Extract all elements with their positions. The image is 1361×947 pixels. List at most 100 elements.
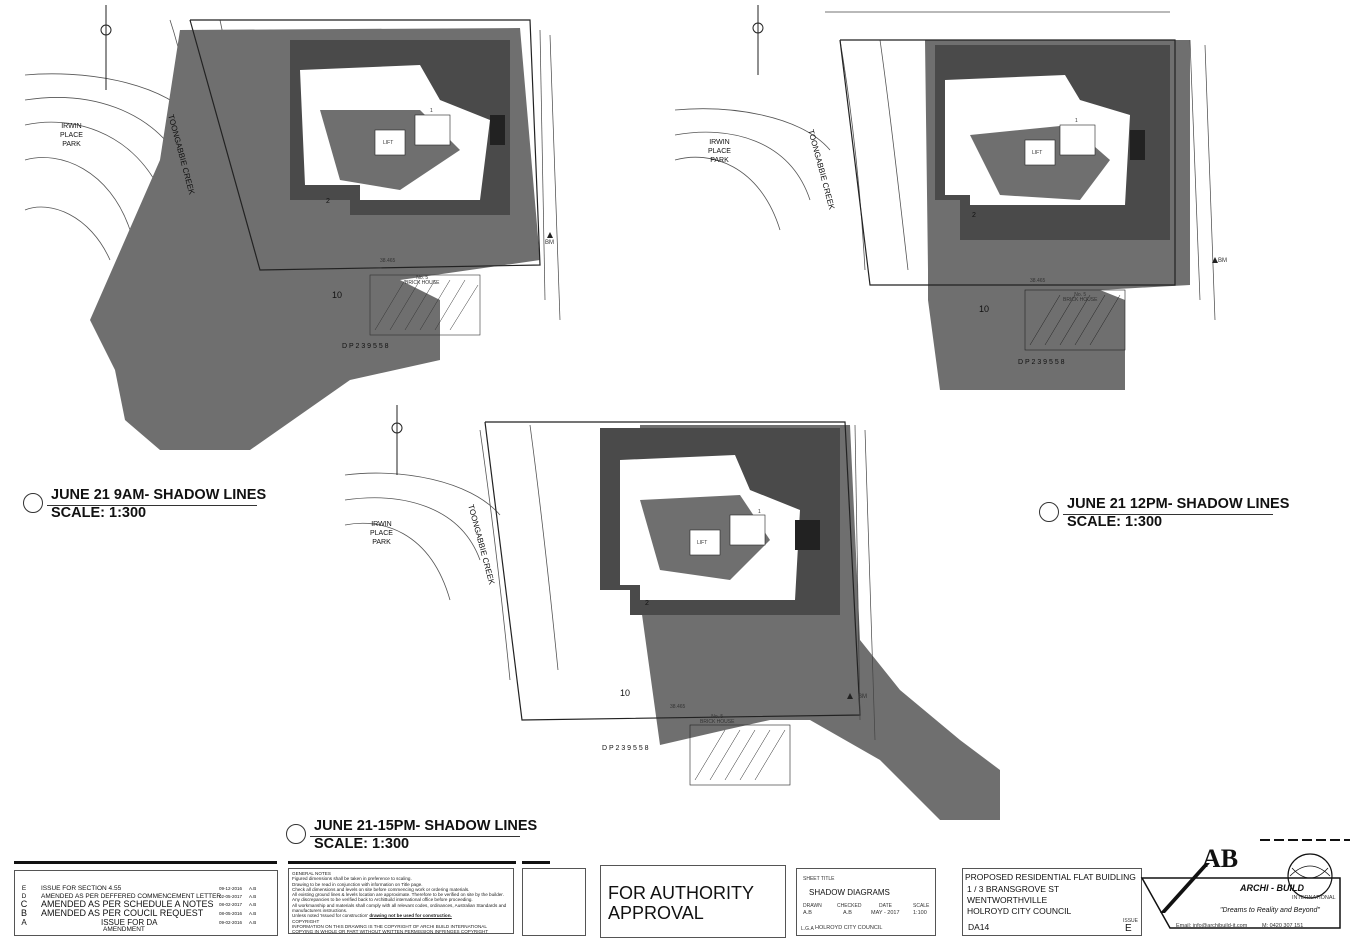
park-label-line3: PARK — [372, 539, 391, 546]
amendment-by: A.B — [249, 920, 257, 925]
lift-label: LIFT — [383, 140, 394, 146]
notes-line: Drawing to be read in conjunction with i… — [292, 881, 423, 887]
dp-label: D P 2 3 9 5 5 8 — [1018, 359, 1065, 366]
project-address1: 1 / 3 BRANSGROVE ST — [967, 884, 1060, 894]
neighbour-lot-number: 10 — [332, 290, 343, 300]
lot-number: 2 — [645, 600, 649, 607]
unit-label: 1 — [1075, 118, 1078, 124]
lga-value: HOLROYD CITY COUNCIL — [815, 925, 883, 931]
checked-value: A.B — [843, 910, 852, 916]
brick-house-number: No. 5 — [711, 714, 724, 720]
boundary-dimension: 38.465 — [1030, 278, 1046, 284]
issue-label: ISSUE — [1123, 918, 1139, 924]
title-rule-3 — [522, 861, 550, 864]
park-label-line3: PARK — [710, 157, 729, 164]
company-slogan: "Dreams to Reality and Beyond" — [1220, 907, 1320, 914]
amendment-description: ISSUE FOR SECTION 4.55 — [41, 885, 122, 892]
brick-house-number: No. 5 — [416, 275, 429, 281]
dp-label: D P 2 3 9 5 5 8 — [602, 745, 649, 752]
caption-scale: SCALE: 1:300 — [1067, 514, 1163, 530]
company-subname: INTERNATIONAL — [1292, 895, 1336, 901]
notes-line: Any discrepancies to be verified back to… — [292, 897, 473, 903]
shadow-diagram-15pm: IRWIN PLACE PARK TOONGABBIE CREEK 2 10 3… — [340, 400, 1000, 820]
status-text: FOR AUTHORITY APPROVAL — [608, 883, 754, 923]
bm-label: BM — [545, 240, 554, 246]
park-label-line2: PLACE — [60, 132, 83, 139]
site-plan-15pm — [344, 405, 1000, 820]
neighbour-lot-number: 10 — [620, 688, 631, 698]
amendment-row: D AMENDED AS PER DEFFERED COMMENCEMENT L… — [15, 893, 277, 900]
site-plan-9am — [24, 5, 561, 450]
drawn-value: A.B — [803, 910, 812, 916]
scale-value: 1:100 — [913, 910, 927, 916]
amendment-description: AMENDED AS PER DEFFERED COMMENCEMENT LET… — [41, 893, 222, 900]
neighbour-lot-number: 10 — [979, 304, 990, 314]
callout-circle — [23, 493, 43, 513]
park-label-line3: PARK — [62, 141, 81, 148]
amendment-date: 09-12-2016 — [219, 886, 243, 891]
amendment-description: AMENDED AS PER SCHEDULE A NOTES — [41, 899, 214, 909]
project-address2: WENTWORTHVILLE — [967, 895, 1048, 905]
notes-line: Figured dimensions shall be taken in pre… — [292, 876, 412, 882]
title-rule-2 — [288, 861, 516, 864]
notes-heading: GENERAL NOTES — [292, 871, 331, 876]
dp-label: D P 2 3 9 5 5 8 — [342, 343, 389, 350]
general-notes: GENERAL NOTES Figured dimensions shall b… — [288, 868, 514, 934]
logo-monogram: AB — [1202, 844, 1239, 873]
lga-label: L.G.A — [801, 926, 814, 932]
caption-title: JUNE 21 12PM- SHADOW LINES — [1067, 496, 1290, 512]
lot-number: 2 — [326, 198, 330, 205]
park-label-line1: IRWIN — [371, 521, 392, 528]
amendment-row: C AMENDED AS PER SCHEDULE A NOTES 08-02-… — [15, 899, 277, 909]
lift-label: LIFT — [1032, 150, 1043, 156]
amendment-description: AMENDED AS PER COUCIL REQUEST — [41, 908, 204, 918]
amendment-date: 08-02-2017 — [219, 902, 243, 907]
date-label: DATE — [879, 903, 892, 909]
amendment-row: B AMENDED AS PER COUCIL REQUEST 08-05-20… — [15, 908, 277, 918]
blank-panel — [522, 868, 586, 936]
notes-line: manufacturers instructions. — [292, 908, 348, 914]
site-plan-12pm — [674, 5, 1218, 390]
amendment-by: A.B — [249, 886, 257, 891]
caption-title: JUNE 21 9AM- SHADOW LINES — [51, 487, 267, 503]
drawn-label: DRAWN — [803, 903, 822, 909]
amendment-row: E ISSUE FOR SECTION 4.55 09-12-2016 A.B — [15, 885, 277, 892]
amendment-header: AMENDMENT — [103, 926, 145, 933]
caption-scale: SCALE: 1:300 — [51, 505, 147, 521]
amendment-date: 02-05-2017 — [219, 894, 243, 899]
amendment-letter: B — [20, 908, 27, 918]
caption-12pm: JUNE 21 12PM- SHADOW LINES SCALE: 1:300 — [1039, 496, 1339, 536]
callout-circle — [286, 824, 306, 844]
brick-house-label: BRICK HOUSE — [700, 719, 735, 725]
amendment-by: A.B — [249, 902, 257, 907]
caption-title: JUNE 21-15PM- SHADOW LINES — [314, 818, 538, 834]
sheet-title: SHADOW DIAGRAMS — [809, 888, 890, 897]
caption-9am: JUNE 21 9AM- SHADOW LINES SCALE: 1:300 — [23, 487, 323, 527]
notes-line: All workmanship and materials shall comp… — [292, 902, 507, 908]
amendment-letter: C — [20, 899, 28, 909]
unit-label: 1 — [430, 108, 433, 114]
unit-label: 1 — [758, 509, 761, 515]
checked-label: CHECKED — [837, 903, 862, 909]
amendment-date: 09-02-2016 — [219, 920, 243, 925]
copyright-line: INFORMATION ON THIS DRAWING IS THE COPYR… — [292, 923, 487, 929]
amendment-letter: A — [21, 918, 27, 927]
issue-value: E — [1125, 923, 1132, 934]
lift-label: LIFT — [697, 540, 708, 546]
bm-label: BM — [858, 694, 867, 700]
park-label-line1: IRWIN — [709, 139, 730, 146]
shadow-diagram-12pm: IRWIN PLACE PARK TOONGABBIE CREEK 2 10 3… — [670, 0, 1230, 400]
company-mobile: M: 0420 307 151 — [1262, 923, 1304, 929]
sheet-info-panel: SHEET TITLE SHADOW DIAGRAMS DRAWN CHECKE… — [796, 868, 936, 936]
company-email: Email: info@archibuild-it.com — [1176, 923, 1248, 929]
amendment-letter: D — [21, 893, 27, 900]
title-rule-1 — [14, 861, 277, 864]
company-name: ARCHI - BUILD — [1240, 883, 1304, 893]
bm-label: BM — [1218, 258, 1227, 264]
company-logo: AB ARCHI - BUILD INTERNATIONAL "Dreams t… — [1140, 838, 1350, 938]
amendment-row: A ISSUE FOR DA 09-02-2016 A.B — [15, 918, 277, 927]
park-label-line2: PLACE — [370, 530, 393, 537]
amendment-description: ISSUE FOR DA — [101, 918, 158, 927]
caption-scale: SCALE: 1:300 — [314, 836, 410, 852]
